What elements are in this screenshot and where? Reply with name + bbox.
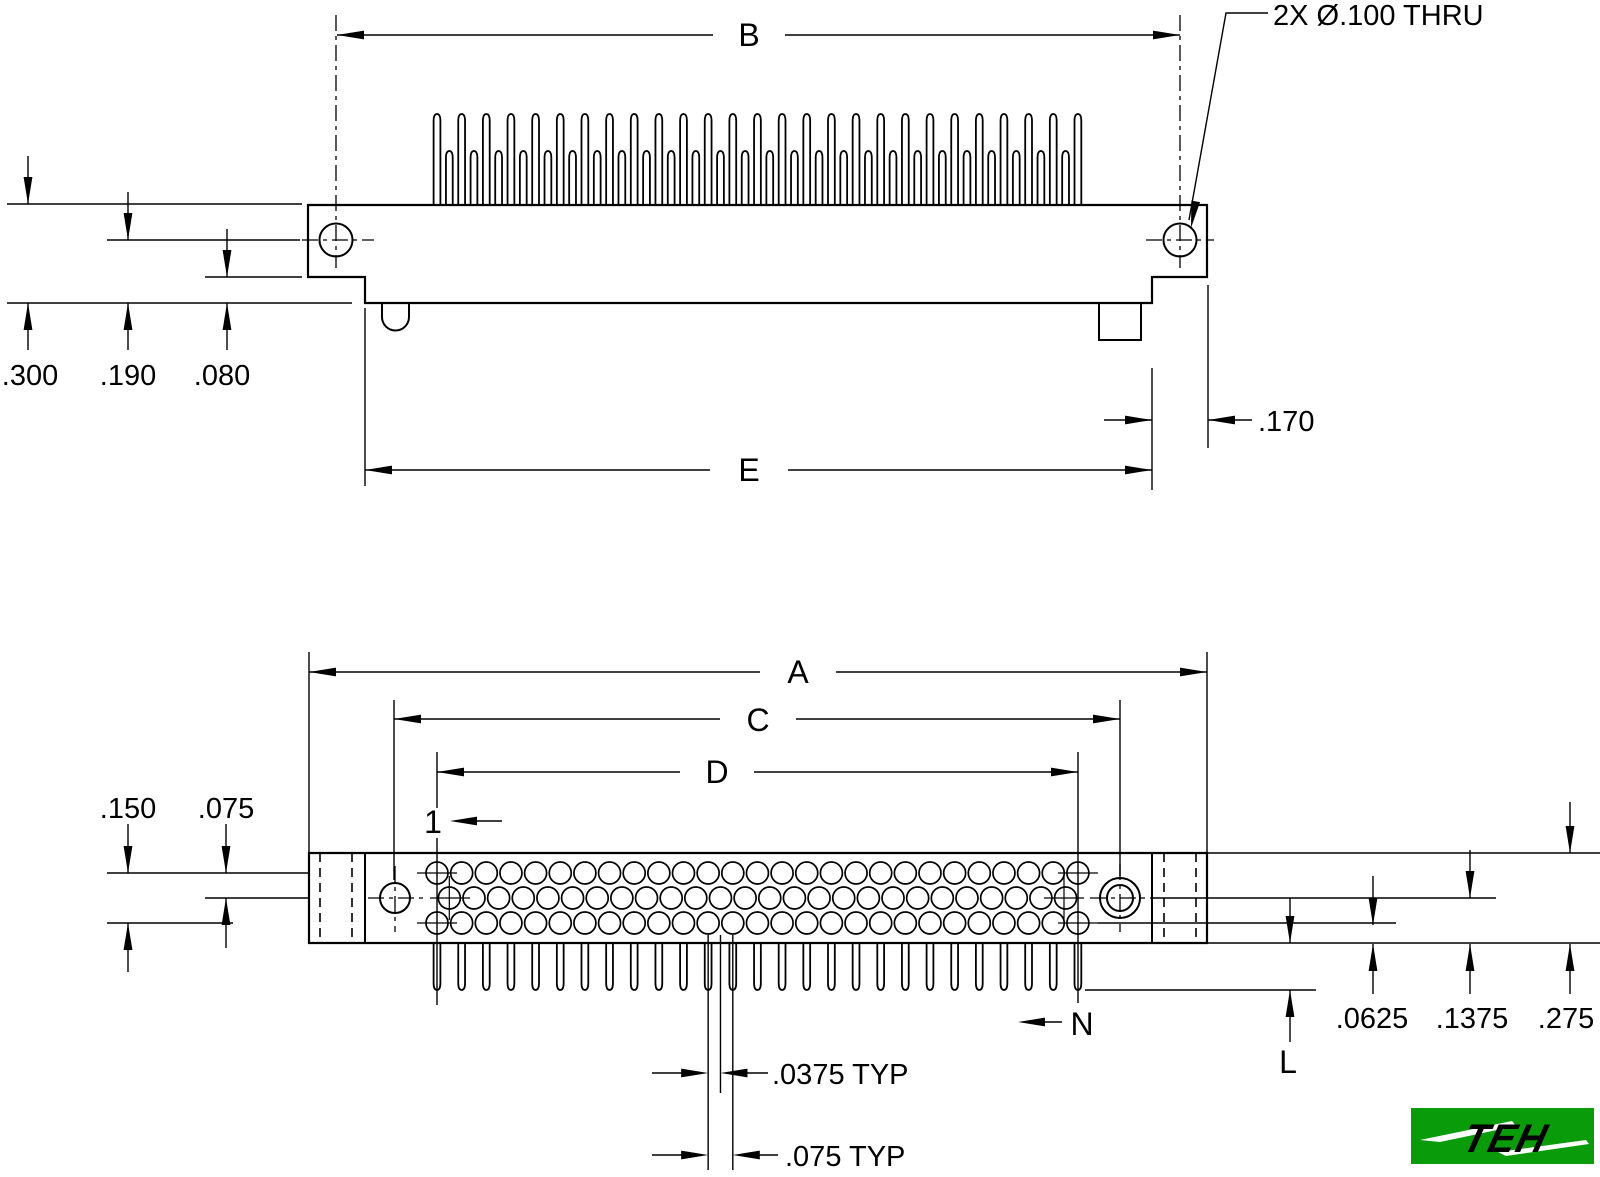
dim-a-label: A	[787, 654, 809, 690]
hidden-lines	[319, 853, 1197, 943]
dim-d-label: D	[705, 754, 728, 790]
dim-190-label: .190	[100, 360, 156, 392]
dim-e-label: E	[738, 452, 759, 488]
hole-callout-label: 2X Ø.100 THRU	[1273, 0, 1484, 32]
dim-075-typ-label: .075 TYP	[785, 1141, 905, 1173]
pin-1-label: 1	[424, 804, 442, 840]
dim-0625-label: .0625	[1336, 1003, 1409, 1035]
dimension-arrowheads	[23, 30, 1575, 1160]
bottom-view-pins	[432, 943, 1083, 991]
bottom-view-contact-holes	[425, 861, 1090, 935]
dim-275-label: .275	[1538, 1003, 1594, 1035]
dim-150-label: .150	[100, 793, 156, 825]
logo-swoosh-top	[1420, 1121, 1516, 1142]
dim-170-label: .170	[1258, 406, 1314, 438]
dim-075-label: .075	[198, 793, 254, 825]
dim-0375-typ-label: .0375 TYP	[772, 1059, 909, 1091]
dim-l-label: L	[1279, 1044, 1297, 1080]
center-lines	[302, 15, 1214, 932]
pin-n-label: N	[1070, 1006, 1093, 1042]
dim-1375-label: .1375	[1436, 1003, 1509, 1035]
dim-c-label: C	[746, 702, 769, 738]
top-view-pins	[432, 113, 1083, 205]
dim-b-label: B	[738, 17, 759, 53]
manufacturer-logo: TEH	[1411, 1108, 1594, 1164]
dim-080-label: .080	[194, 360, 250, 392]
dim-300-label: .300	[2, 360, 58, 392]
part-outlines	[306, 203, 1209, 945]
logo-swoosh-bottom	[1498, 1140, 1589, 1156]
logo-text: TEH	[1458, 1116, 1553, 1161]
